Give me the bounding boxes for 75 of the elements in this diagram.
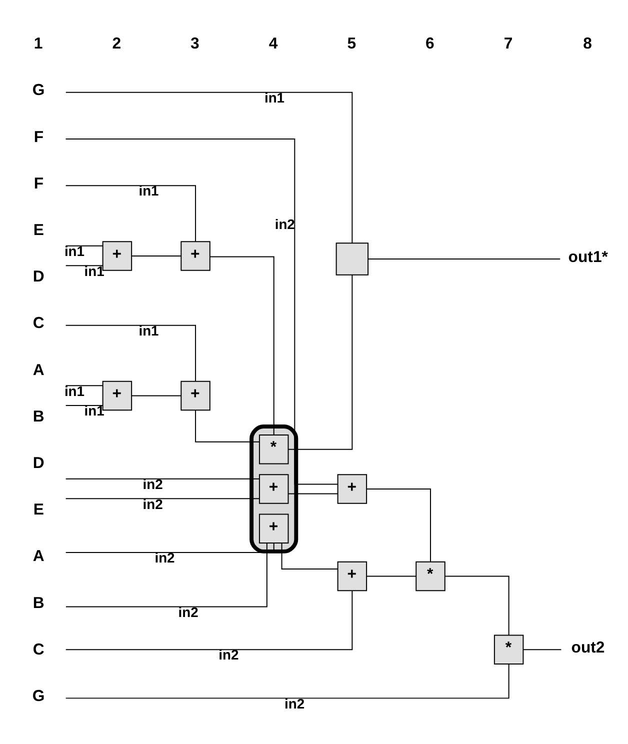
- edge-label: in1: [64, 382, 85, 399]
- cluster: [250, 424, 298, 554]
- connector: [288, 274, 353, 450]
- connector: [65, 542, 268, 608]
- connector: [65, 385, 104, 386]
- edge-label: in2: [142, 476, 163, 492]
- connector: [366, 488, 431, 562]
- node-text: G: [32, 82, 45, 100]
- node-text: B: [32, 594, 44, 612]
- connector: [281, 542, 338, 570]
- node-text: A: [32, 362, 44, 379]
- node-box: +: [337, 474, 368, 504]
- edge-label: in1: [138, 182, 159, 199]
- node-box: *: [494, 634, 524, 664]
- connector: [65, 245, 104, 246]
- node-box: +: [337, 561, 368, 592]
- edge-label: in1: [264, 90, 285, 106]
- connector: [65, 92, 353, 244]
- label: 3: [190, 36, 200, 53]
- connector: [366, 576, 417, 577]
- node-text: C: [32, 315, 44, 332]
- edge-label: in1: [84, 262, 104, 279]
- edge-label: in1: [138, 322, 159, 339]
- node-text: E: [33, 502, 44, 519]
- connector: [65, 138, 338, 485]
- edge-label: in1: [64, 242, 85, 259]
- connector: [65, 324, 196, 382]
- edge-label: in2: [178, 604, 198, 620]
- connector: [195, 410, 260, 442]
- label: 4: [268, 36, 278, 53]
- edge-label: in2: [154, 550, 175, 566]
- connector: [65, 498, 260, 500]
- node-box: +: [102, 380, 132, 411]
- connector: [522, 649, 562, 650]
- connector: [65, 590, 353, 650]
- node-text: C: [32, 641, 44, 658]
- node-box: *: [416, 561, 446, 592]
- node-text: F: [34, 128, 44, 146]
- label: 6: [426, 36, 434, 53]
- connector: [65, 664, 510, 699]
- node-text: B: [32, 408, 44, 426]
- connector: [210, 256, 274, 436]
- label: 5: [347, 36, 356, 53]
- node-box: [336, 242, 369, 276]
- edge-label: in1: [84, 402, 104, 419]
- edge-label: in2: [284, 695, 305, 712]
- node-text: F: [34, 175, 44, 192]
- edge-label: in2: [142, 496, 163, 512]
- connector: [65, 265, 104, 266]
- connector: [131, 395, 182, 396]
- node-text: A: [32, 548, 44, 566]
- connector: [65, 478, 260, 480]
- node-text: G: [32, 688, 45, 705]
- connector: [288, 493, 338, 494]
- edge-label: in2: [218, 646, 239, 663]
- label: 2: [112, 36, 122, 53]
- label: 1: [34, 36, 43, 53]
- node-text: out1*: [568, 248, 608, 266]
- node-box: +: [258, 474, 289, 504]
- node-box: +: [258, 514, 289, 544]
- node-box: +: [180, 241, 210, 271]
- node-text: out2: [571, 639, 605, 656]
- node-text: D: [32, 454, 44, 472]
- node-box: +: [102, 241, 132, 271]
- connector: [65, 404, 104, 406]
- node-box: *: [258, 434, 289, 464]
- connector: [65, 542, 274, 553]
- node-text: E: [33, 222, 44, 239]
- label: 7: [504, 36, 513, 53]
- connector: [444, 576, 510, 636]
- node-box: +: [180, 380, 210, 411]
- connector: [368, 258, 561, 260]
- connector: [65, 185, 196, 242]
- node-text: D: [32, 268, 44, 286]
- label: 8: [583, 36, 592, 53]
